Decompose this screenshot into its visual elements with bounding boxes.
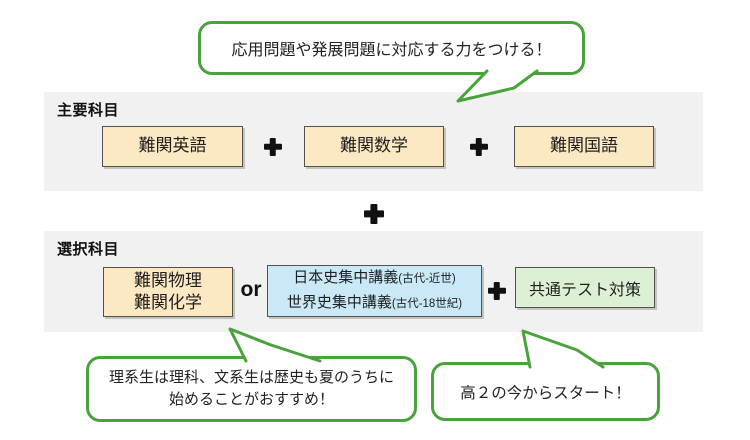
history-course-note: (古代-近世) [398,273,456,286]
history-row: 日本史集中講義(古代-近世) [293,266,456,291]
plus-icon [364,204,384,224]
subject-box-history: 日本史集中講義(古代-近世) 世界史集中講義(古代-18世紀) [267,265,482,317]
subject-box-label: 難関国語 [550,136,618,156]
subject-box-japanese: 難関国語 [514,126,654,167]
callout-text: 理系生は理科、文系生は歴史も夏のうちに [108,368,394,386]
subject-box-label: 共通テスト対策 [528,281,641,299]
subject-box-common-test: 共通テスト対策 [515,267,655,308]
subject-box-english: 難関英語 [102,126,243,167]
main-section-label: 主要科目 [57,102,120,119]
history-course-label: 日本史集中講義 [293,269,399,287]
plus-icon [488,282,506,300]
plus-icon [470,138,488,156]
top-callout-bubble: 応用問題や発展問題に対応する力をつける！ [198,21,585,75]
history-course-label: 世界史集中講義 [286,294,392,311]
callout-text: 高２の今からスタート！ [460,384,631,402]
subject-box-label: 難関数学 [340,136,408,156]
subject-box-science: 難関物理 難関化学 [103,267,233,317]
subject-box-math: 難関数学 [304,126,444,167]
subject-box-label: 難関物理 [134,270,202,290]
history-row: 世界史集中講義(古代-18世紀) [287,291,462,316]
subject-box-label: 難関化学 [134,293,202,312]
history-course-note: (古代-18世紀) [391,298,463,310]
or-label: or [240,278,262,301]
elective-section-label: 選択科目 [57,241,120,258]
plus-icon [264,138,282,156]
subject-box-label: 難関英語 [138,136,207,156]
callout-text: 応用問題や発展問題に対応する力をつける！ [231,42,552,59]
bottom-left-callout-bubble: 理系生は理科、文系生は歴史も夏のうちに 始めることがおすすめ！ [86,356,417,422]
bottom-right-callout-bubble: 高２の今からスタート！ [431,362,660,421]
callout-text: 始めることがおすすめ！ [168,391,334,408]
